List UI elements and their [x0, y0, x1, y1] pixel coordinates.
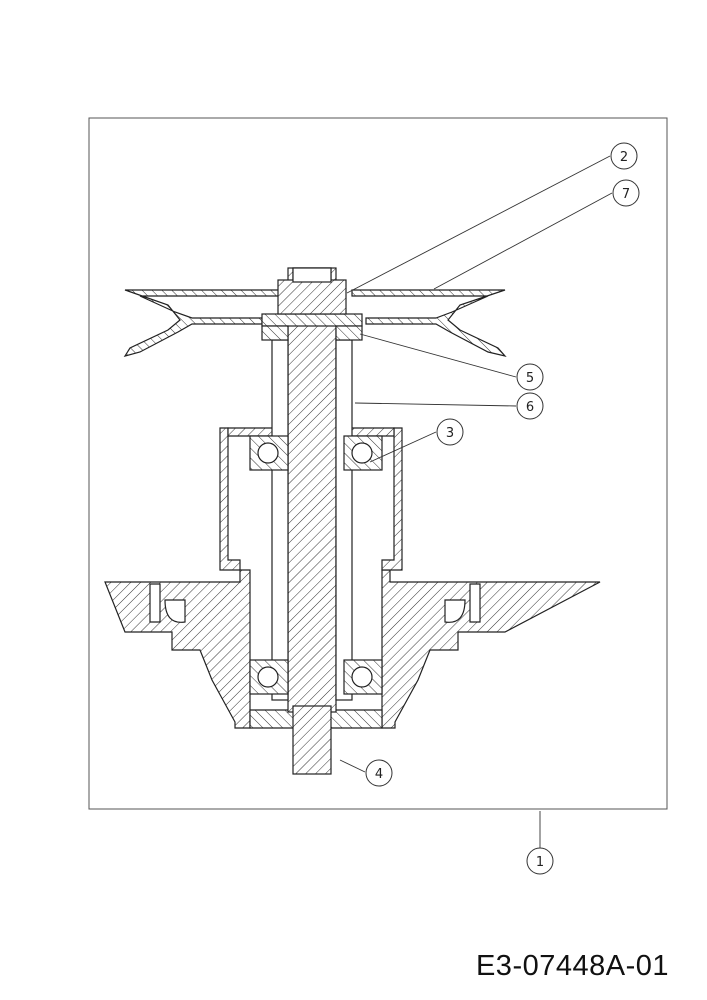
svg-text:4: 4	[375, 767, 383, 782]
svg-text:5: 5	[526, 371, 534, 386]
drawing-code: E3-07448A-01	[475, 950, 669, 982]
svg-text:2: 2	[620, 150, 628, 165]
diagram-frame	[88, 117, 668, 810]
callout-3: 3	[436, 418, 464, 446]
bearing-upper	[249, 435, 383, 471]
callout-4: 4	[365, 759, 393, 787]
callout-6: 6	[516, 392, 544, 420]
callout-7: 7	[612, 179, 640, 207]
svg-text:7: 7	[622, 187, 630, 202]
spacer-tube	[271, 339, 353, 701]
bearing-lower	[249, 659, 383, 695]
spindle-shaft	[287, 267, 337, 775]
callout-5: 5	[516, 363, 544, 391]
callout-2: 2	[610, 142, 638, 170]
callout-1: 1	[526, 847, 554, 875]
svg-text:6: 6	[526, 400, 534, 415]
svg-text:1: 1	[536, 855, 544, 870]
leader-lines	[339, 155, 613, 848]
svg-text:3: 3	[446, 426, 454, 441]
washer	[261, 325, 363, 341]
pulley	[123, 289, 507, 358]
pulley-nut	[277, 267, 347, 315]
